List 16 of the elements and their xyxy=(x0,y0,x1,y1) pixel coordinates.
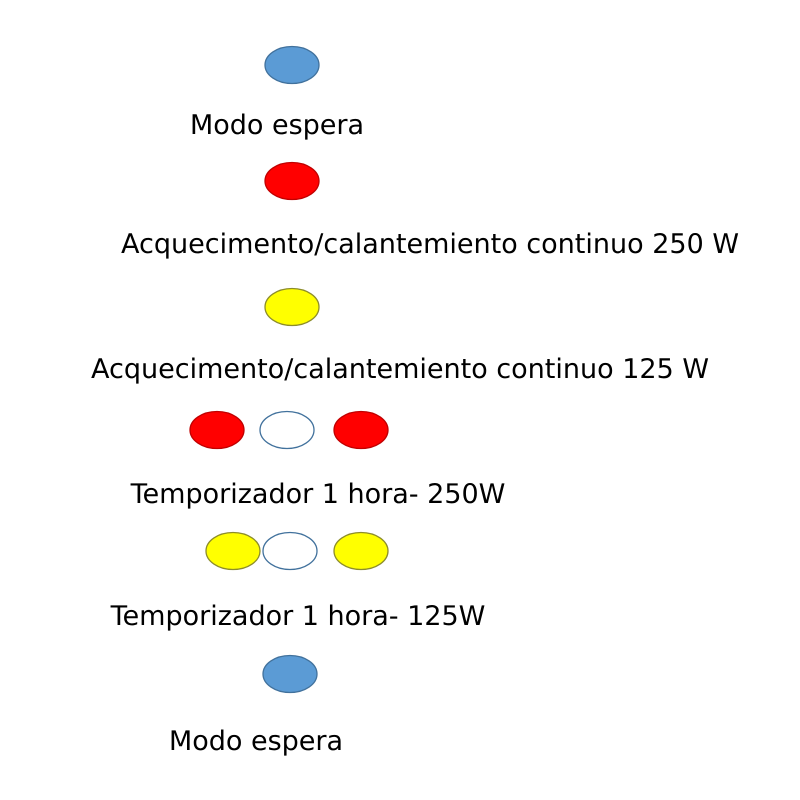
mode-caption: Temporizador 1 hora- 125W xyxy=(110,604,484,631)
indicator-dot xyxy=(264,288,320,326)
mode-caption: Temporizador 1 hora- 250W xyxy=(130,482,504,509)
mode-caption: Acquecimento/calantemiento continuo 250 W xyxy=(121,232,738,259)
mode-caption: Modo espera xyxy=(172,729,341,756)
indicator-dot xyxy=(262,654,318,694)
indicator-dot xyxy=(333,532,389,570)
indicator-dot xyxy=(333,410,389,450)
indicator-dot xyxy=(264,46,320,84)
indicator-dot xyxy=(189,410,245,450)
mode-caption: Acquecimento/calantemiento continuo 125 W xyxy=(91,357,708,384)
mode-caption: Modo espera xyxy=(192,113,362,140)
indicator-dot xyxy=(205,532,261,570)
indicator-dot xyxy=(259,410,315,450)
indicator-dot xyxy=(264,162,320,200)
indicator-dot xyxy=(262,532,318,570)
